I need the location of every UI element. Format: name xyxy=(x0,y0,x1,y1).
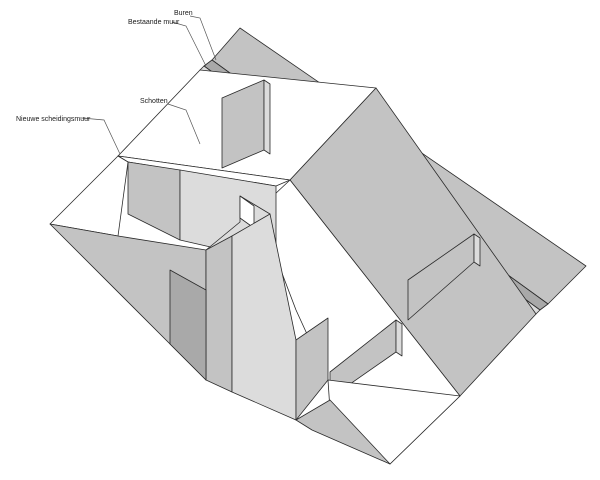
roof-plane-lower xyxy=(49,155,129,237)
bottom-gable xyxy=(295,399,391,465)
label-buren: Buren xyxy=(174,10,193,17)
leader-nieuwe-scheidingsmuur xyxy=(81,117,121,155)
schot-upper-side xyxy=(263,79,271,155)
dormer-side xyxy=(205,235,233,393)
leader-bestaande-muur xyxy=(171,21,207,67)
label-nieuwe-scheidingsmuur: Nieuwe scheidingsmuur xyxy=(16,116,91,123)
schot-right-1-side xyxy=(473,233,481,267)
new-wall-face-upper xyxy=(127,161,181,241)
leader-schotten xyxy=(167,103,201,145)
label-bestaande-muur: Bestaande muur xyxy=(128,19,180,26)
label-schotten: Schotten xyxy=(140,98,168,105)
schot-right-2-side xyxy=(395,319,403,357)
chimney-step-face xyxy=(169,269,207,381)
leader-buren xyxy=(189,15,217,61)
